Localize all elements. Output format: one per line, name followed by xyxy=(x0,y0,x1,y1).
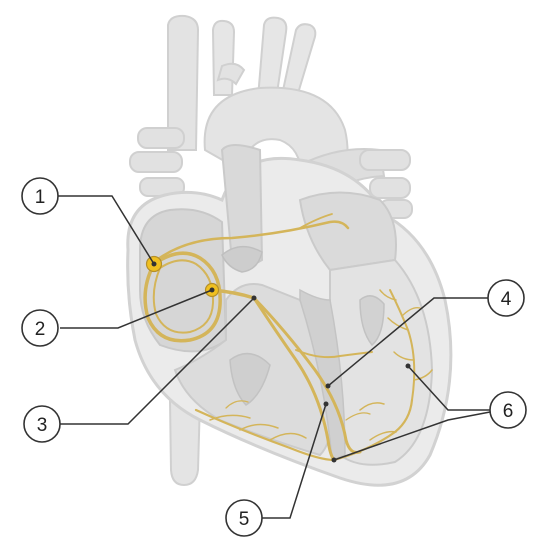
callout-1-label: 1 xyxy=(35,187,46,208)
left-vessel-2 xyxy=(130,152,182,172)
leader-dot-3 xyxy=(252,296,257,301)
callout-5: 5 xyxy=(226,500,262,536)
callout-6: 6 xyxy=(490,392,526,428)
aortic-branch-1 xyxy=(213,21,234,95)
callout-3-label: 3 xyxy=(37,415,48,436)
callout-5-label: 5 xyxy=(239,509,250,530)
pulmonary-vein-2 xyxy=(370,178,410,198)
left-vessel-1 xyxy=(138,128,184,148)
callout-2-label: 2 xyxy=(35,319,46,340)
callout-4: 4 xyxy=(488,280,524,316)
right-atrium xyxy=(140,209,226,351)
leader-dot-6a xyxy=(406,364,411,369)
callout-6-label: 6 xyxy=(503,401,514,422)
leader-dot-4 xyxy=(326,384,331,389)
callout-1: 1 xyxy=(22,178,58,214)
leader-dot-2 xyxy=(210,288,215,293)
leader-dot-1 xyxy=(152,262,157,267)
callout-4-label: 4 xyxy=(501,289,512,310)
callout-3: 3 xyxy=(24,406,60,442)
leader-dot-5 xyxy=(324,402,329,407)
pulmonary-vein-1 xyxy=(360,150,410,170)
heart-illustration xyxy=(128,16,451,485)
leader-dot-6b xyxy=(332,458,337,463)
callout-2: 2 xyxy=(22,310,58,346)
